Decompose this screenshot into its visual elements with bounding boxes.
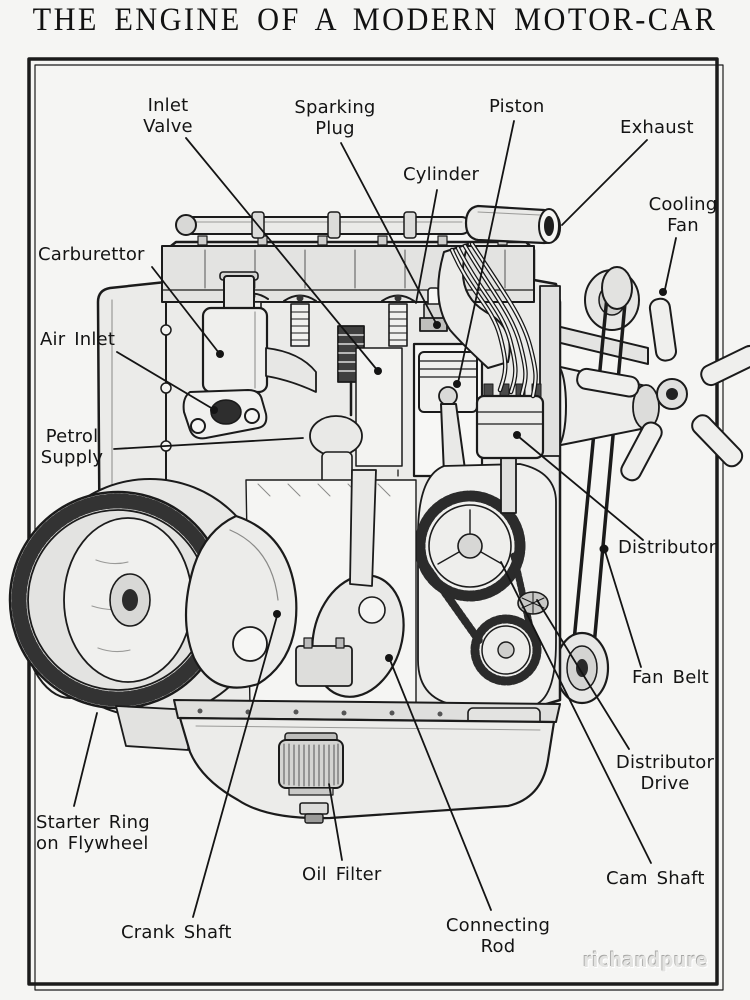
leader-oil-filter (328, 783, 343, 861)
label-crank-shaft: Crank Shaft (121, 922, 232, 943)
leader-petrol-supply (113, 437, 304, 450)
label-cam-shaft: Cam Shaft (606, 868, 705, 889)
ignition-wires (449, 241, 538, 399)
camshaft-sprocket (457, 533, 483, 559)
leader-crank-shaft (192, 615, 278, 918)
label-carburettor: Carburettor (38, 244, 145, 265)
label-starter-ring: Starter Ring on Flywheel (36, 812, 150, 855)
label-fan-belt: Fan Belt (632, 667, 709, 688)
leader-cam-shaft (500, 561, 652, 864)
label-oil-filter: Oil Filter (302, 864, 382, 885)
leader-exhaust (561, 139, 648, 226)
rocker-shaft (183, 216, 471, 235)
label-cooling-fan: Cooling Fan (648, 194, 718, 237)
leader-cooling-fan (663, 237, 677, 295)
label-petrol-supply: Petrol Supply (40, 426, 104, 469)
carburettor-assembly (182, 271, 363, 487)
timing-chain (414, 490, 526, 602)
leader-fan-belt (604, 550, 642, 668)
crankcase-internals (184, 469, 417, 709)
label-inlet-valve: Inlet Valve (143, 95, 193, 138)
leader-starter-ring (73, 712, 98, 807)
watermark: richandpure (582, 948, 708, 972)
leader-cylinder (415, 189, 438, 304)
label-air-inlet: Air Inlet (40, 329, 116, 350)
oil-sump (173, 699, 561, 824)
leader-air-inlet (116, 351, 214, 410)
leader-piston (457, 120, 515, 384)
leader-inlet-valve (185, 137, 379, 372)
leader-lines (73, 120, 677, 918)
label-piston: Piston (489, 96, 545, 117)
timing-chain-case (414, 463, 557, 707)
label-distributor: Distributor (618, 537, 717, 558)
page-title: THE ENGINE OF A MODERN MOTOR-CAR (32, 2, 718, 38)
label-exhaust: Exhaust (620, 117, 694, 138)
label-connecting-rod: Connecting Rod (445, 915, 551, 958)
leader-distributor-drive (536, 599, 630, 750)
fan-belt (570, 284, 610, 664)
label-cylinder: Cylinder (403, 164, 480, 185)
leader-sparking-plug (340, 142, 438, 326)
leader-carburettor (151, 266, 220, 354)
plate-frame (27, 57, 724, 991)
leader-connecting-rod (389, 659, 492, 911)
petrol-pump (309, 415, 363, 457)
label-sparking-plug: Sparking Plug (294, 97, 376, 140)
label-distributor-drive: Distributor Drive (615, 752, 715, 795)
sump-pan (178, 716, 556, 820)
leader-distributor (518, 436, 644, 541)
cooling-fan-blades (576, 297, 750, 482)
carburettor-body (201, 306, 269, 394)
